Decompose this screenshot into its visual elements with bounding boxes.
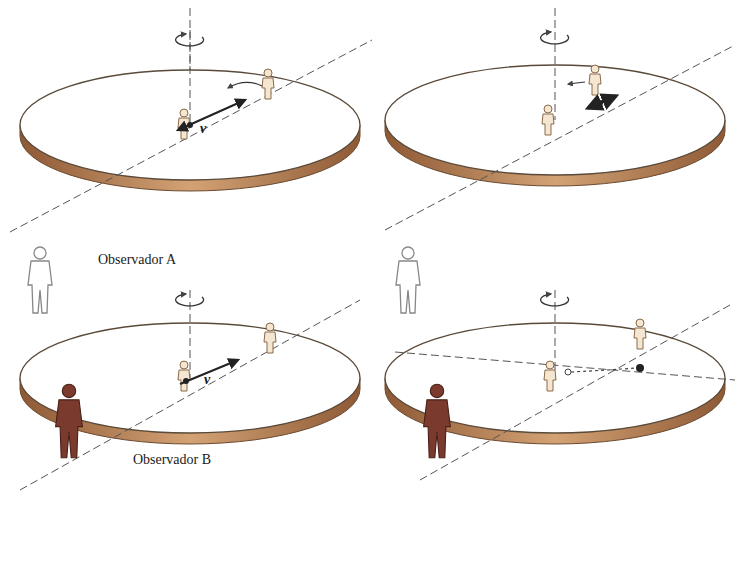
velocity-label: v — [200, 121, 206, 138]
observer-label: Observador A — [95, 252, 179, 269]
velocity-label: v — [204, 372, 210, 389]
observer-label: Observador B — [130, 452, 214, 469]
